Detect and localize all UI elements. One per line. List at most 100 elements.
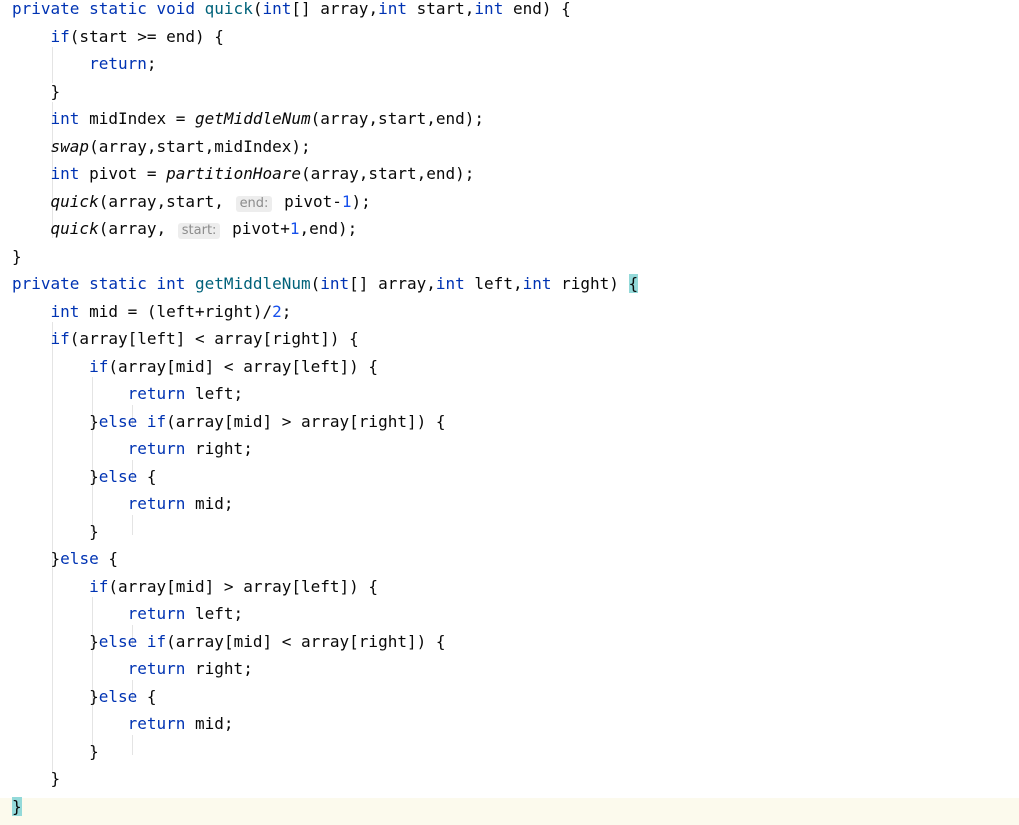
code-line[interactable]: } (0, 523, 1019, 551)
code-token: left; (185, 604, 243, 623)
code-token: pivot = (79, 164, 166, 183)
code-token: (array,start, (99, 192, 234, 211)
code-token: } (12, 247, 22, 266)
code-token: [] array, (291, 0, 378, 18)
code-token: pivot+ (222, 219, 289, 238)
code-line[interactable]: } (0, 83, 1019, 111)
code-token: getMiddleNum (195, 109, 311, 128)
code-token: (array[mid] > array[left]) { (108, 577, 378, 596)
code-token (12, 54, 89, 73)
code-line[interactable]: private static void quick(int[] array,in… (0, 0, 1019, 28)
code-line-text: return; (12, 55, 157, 73)
code-token: right; (185, 439, 252, 458)
code-token: else if (99, 412, 166, 431)
code-token: int (51, 164, 80, 183)
code-line-text: quick(array,start, end: pivot-1); (12, 193, 371, 212)
code-token (12, 384, 128, 403)
code-token: (start >= end) { (70, 27, 224, 46)
code-line[interactable]: quick(array, start: pivot+1,end); (0, 220, 1019, 248)
code-line-text: private static int getMiddleNum(int[] ar… (12, 275, 638, 293)
code-line[interactable]: swap(array,start,midIndex); (0, 138, 1019, 166)
code-token: int (51, 109, 80, 128)
code-line[interactable]: int pivot = partitionHoare(array,start,e… (0, 165, 1019, 193)
code-token: { (137, 467, 156, 486)
code-token: { (99, 549, 118, 568)
code-line[interactable]: int mid = (left+right)/2; (0, 303, 1019, 331)
code-token: int (436, 274, 465, 293)
code-line[interactable]: if(array[mid] > array[left]) { (0, 578, 1019, 606)
code-line-text: return right; (12, 440, 253, 458)
code-line[interactable]: } (0, 248, 1019, 276)
code-line-text: int mid = (left+right)/2; (12, 303, 291, 321)
code-line[interactable]: return mid; (0, 495, 1019, 523)
code-token: quick (51, 219, 99, 238)
code-token: private static int (12, 274, 195, 293)
code-line-text: if(array[mid] < array[left]) { (12, 358, 378, 376)
code-token: end) { (503, 0, 570, 18)
code-line[interactable]: if(start >= end) { (0, 28, 1019, 56)
code-token (12, 27, 51, 46)
code-token: int (262, 0, 291, 18)
code-token: (array, (99, 219, 176, 238)
code-line[interactable]: if(array[left] < array[right]) { (0, 330, 1019, 358)
code-token (12, 192, 51, 211)
code-token: (array,start,end); (301, 164, 474, 183)
code-token: getMiddleNum (195, 274, 311, 293)
code-line-text: private static void quick(int[] array,in… (12, 0, 571, 18)
code-token: } (12, 412, 99, 431)
code-line-text: }else if(array[mid] > array[right]) { (12, 413, 446, 431)
code-line[interactable]: } (0, 743, 1019, 771)
code-line-text: }else { (12, 688, 157, 706)
code-token: private static void (12, 0, 205, 18)
code-line[interactable]: }else if(array[mid] > array[right]) { (0, 413, 1019, 441)
code-token: ; (282, 302, 292, 321)
code-line[interactable]: } (0, 798, 1019, 825)
code-line[interactable]: }else { (0, 550, 1019, 578)
code-token: if (89, 357, 108, 376)
matched-brace: } (12, 797, 22, 816)
code-token: return (89, 54, 147, 73)
code-line-text: return mid; (12, 495, 234, 513)
code-token: right; (185, 659, 252, 678)
code-line-text: }else if(array[mid] < array[right]) { (12, 633, 446, 651)
code-token: int (51, 302, 80, 321)
code-token: } (12, 522, 99, 541)
code-line[interactable]: }else { (0, 468, 1019, 496)
code-token: return (128, 439, 186, 458)
code-token: else (99, 467, 138, 486)
code-line[interactable]: return right; (0, 440, 1019, 468)
code-token (12, 577, 89, 596)
code-line[interactable]: return right; (0, 660, 1019, 688)
code-line-text: swap(array,start,midIndex); (12, 138, 311, 156)
code-line[interactable]: return; (0, 55, 1019, 83)
code-line[interactable]: return left; (0, 385, 1019, 413)
code-line-text: if(array[left] < array[right]) { (12, 330, 359, 348)
code-line-text: }else { (12, 468, 157, 486)
code-token: } (12, 82, 60, 101)
code-line[interactable]: } (0, 770, 1019, 798)
code-line[interactable]: return left; (0, 605, 1019, 633)
code-token: (array,start,midIndex); (89, 137, 311, 156)
code-token: ( (311, 274, 321, 293)
code-line-text: int pivot = partitionHoare(array,start,e… (12, 165, 474, 183)
code-token (12, 494, 128, 513)
code-token: return (128, 494, 186, 513)
code-line[interactable]: quick(array,start, end: pivot-1); (0, 193, 1019, 221)
code-line[interactable]: }else if(array[mid] < array[right]) { (0, 633, 1019, 661)
code-line[interactable]: if(array[mid] < array[left]) { (0, 358, 1019, 386)
code-token (12, 137, 51, 156)
code-token: } (12, 632, 99, 651)
code-line[interactable]: return mid; (0, 715, 1019, 743)
code-line-text: int midIndex = getMiddleNum(array,start,… (12, 110, 484, 128)
code-token: int (474, 0, 503, 18)
code-token: return (128, 659, 186, 678)
code-line[interactable]: }else { (0, 688, 1019, 716)
code-token: pivot- (274, 192, 341, 211)
code-token: 2 (272, 302, 282, 321)
code-line-text: } (12, 523, 99, 541)
code-line[interactable]: int midIndex = getMiddleNum(array,start,… (0, 110, 1019, 138)
code-line[interactable]: private static int getMiddleNum(int[] ar… (0, 275, 1019, 303)
code-token (12, 439, 128, 458)
code-token (12, 357, 89, 376)
